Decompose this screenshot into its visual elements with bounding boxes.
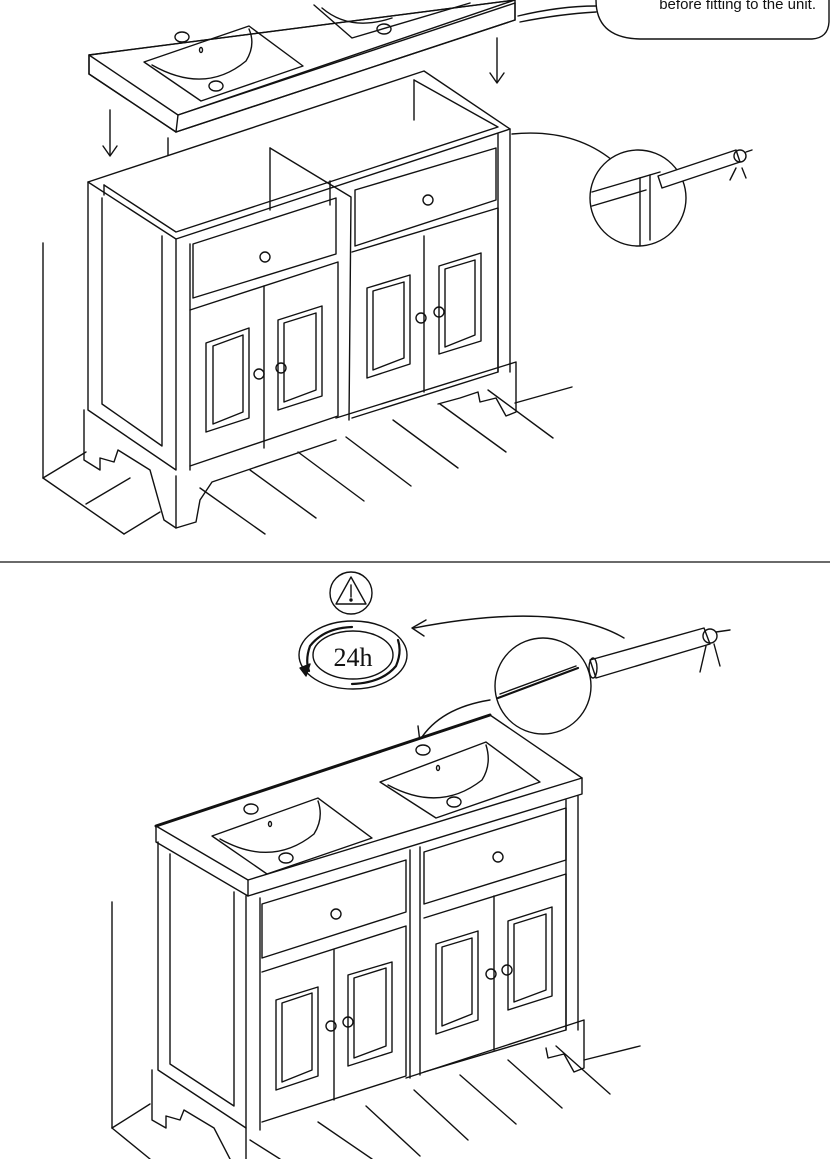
cure-time-badge: 24h <box>298 620 408 690</box>
warning-triangle-icon <box>329 571 373 615</box>
step-1-panel <box>42 0 830 535</box>
vanity-cabinet-open <box>83 70 517 529</box>
floor-grid <box>42 242 573 535</box>
floor-grid-2 <box>111 901 641 1160</box>
countertop <box>88 0 516 133</box>
sealant-detail-magnifier <box>511 132 753 247</box>
vanity-assembled <box>151 713 585 1160</box>
sealant-bead-magnifier <box>494 627 731 735</box>
step-2-panel: 24h <box>111 571 731 1160</box>
callout-text: before fitting to the unit. <box>659 0 816 13</box>
callout-bubble <box>517 0 830 40</box>
cure-time-label: 24h <box>334 643 373 672</box>
